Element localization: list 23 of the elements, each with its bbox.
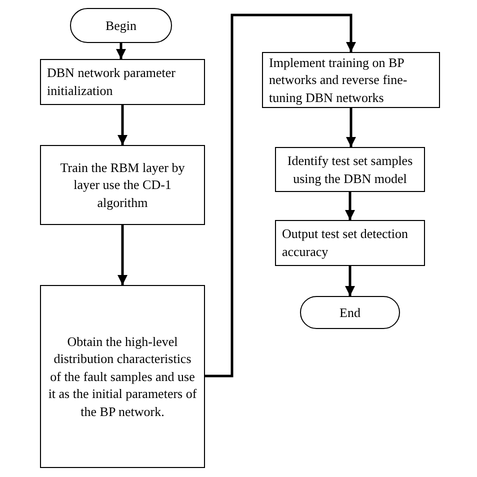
- step-text: Obtain the high-level distribution characteristics of the fault samples and use it as the initial parameters of the BP network.: [47, 332, 198, 420]
- process-box: [262, 52, 440, 108]
- terminal-box: [300, 296, 400, 329]
- process-box: [40, 285, 205, 468]
- arrow: [118, 105, 128, 145]
- arrow: [116, 43, 126, 59]
- arrow: [346, 108, 356, 147]
- process-box: [40, 59, 205, 105]
- step-text: End: [340, 304, 360, 322]
- terminal-box: [70, 8, 172, 43]
- step-text: DBN network parameter initialization: [47, 64, 177, 100]
- step-text: Implement training on BP networks and reverse fine-tuning DBN networks: [269, 54, 408, 106]
- arrow: [345, 192, 355, 220]
- step-text: Identify test set samples using the DBN model: [286, 152, 414, 188]
- process-box: [40, 145, 205, 225]
- step-text: Begin: [105, 16, 137, 34]
- process-box: [275, 147, 425, 192]
- arrow: [118, 225, 128, 285]
- process-box: [275, 220, 425, 266]
- step-text: Output test set detection accuracy: [282, 225, 410, 261]
- step-text: Train the RBM layer by layer use the CD-1 algorithm: [59, 158, 186, 212]
- arrow: [345, 266, 355, 296]
- arrow: [205, 14, 356, 378]
